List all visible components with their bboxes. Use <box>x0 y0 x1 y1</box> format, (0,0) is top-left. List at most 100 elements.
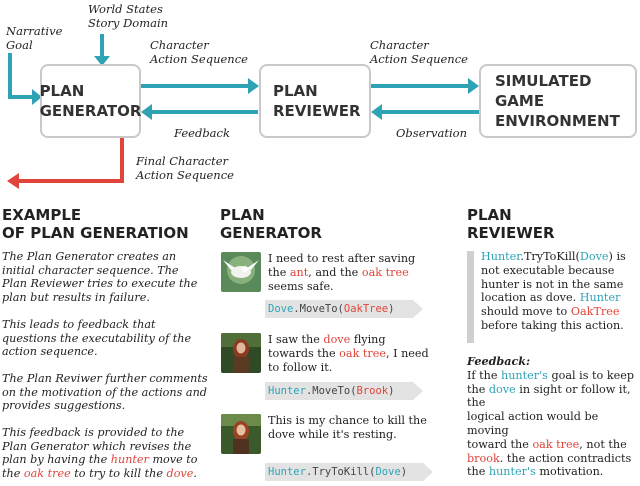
p1-line2: initial character sequence. The <box>2 263 179 277</box>
narrative-goal-arrow <box>8 53 32 99</box>
p3-line3: provides suggestions. <box>2 399 126 413</box>
fb4-pre: toward the <box>467 437 529 451</box>
char-action-seq-left-label: Character Action Sequence <box>150 38 248 66</box>
final-sequence-label: Final Character Action Sequence <box>136 154 234 182</box>
sim-env-line1: SIMULATED <box>495 72 592 90</box>
s1-oak: oak tree <box>361 265 409 279</box>
q-hunter2: Hunter <box>579 291 621 305</box>
s1-line3: seems safe. <box>268 279 334 293</box>
s2-pre: I saw the <box>268 333 320 346</box>
s2-dove: dove <box>323 333 351 346</box>
char-action-left-line2: Action Sequence <box>150 52 248 66</box>
code2-fn: .MoveTo( <box>305 385 357 397</box>
char-action-right-line1: Character <box>370 38 429 52</box>
feedback-label: Feedback <box>174 126 230 140</box>
plan-generator-line2: GENERATOR <box>39 102 142 120</box>
fb-line2: the dove in sight or follow it, the <box>467 383 640 411</box>
reviewer-heading: PLAN REVIEWER <box>467 206 555 242</box>
narrative-goal-label: Narrative Goal <box>6 24 62 52</box>
q-line3: hunter is not in the same <box>481 277 624 291</box>
world-states-label: World States Story Domain <box>88 2 168 30</box>
p2-line2: questions the executability of the <box>2 331 192 345</box>
feedback-arrowhead <box>141 104 152 120</box>
fb4-post: , not the <box>579 437 627 451</box>
code3-end: ) <box>400 466 408 478</box>
p4-line2: Plan Generator which revises the <box>2 439 192 453</box>
s2-post: flying <box>353 333 386 346</box>
final-sequence-arrow <box>18 138 124 183</box>
fb-line1: If the hunter's goal is to keep <box>467 369 640 383</box>
p4-oak: oak tree <box>23 466 71 480</box>
q-line4-text: location as dove. <box>481 291 577 305</box>
p4-the: the <box>2 466 21 480</box>
p4-line1: This feedback is provided to the <box>2 426 185 439</box>
reviewer-quote: Hunter.TryToKill(Dove) is not executable… <box>481 250 626 333</box>
fb1-post: goal is to keep <box>551 368 635 382</box>
code3-arg: Dove <box>375 466 401 478</box>
p4-tail2: to try to kill the <box>74 466 163 480</box>
q-fn: .TryToKill( <box>520 250 580 263</box>
fb1-hunter: hunter's <box>501 368 548 382</box>
reviewer-quote-bar <box>467 251 474 343</box>
code1-object: Dove <box>268 303 294 315</box>
example-heading: EXAMPLE OF PLAN GENERATION <box>2 206 189 242</box>
example-heading-line2: OF PLAN GENERATION <box>2 224 189 242</box>
fb6-pre: the <box>467 465 486 479</box>
q-dove: Dove <box>579 250 609 263</box>
p1-line1: The Plan Generator creates an <box>2 250 177 263</box>
fb2-post: in sight or follow it, the <box>467 382 631 410</box>
narrative-goal-arrowhead <box>32 89 42 105</box>
q-line2: not executable because <box>481 263 615 277</box>
s2-line1: I saw the dove flying <box>268 333 429 347</box>
world-states-line2: Story Domain <box>88 16 169 30</box>
s1-line1: I need to rest after saving <box>268 252 416 265</box>
narrative-goal-line2: Goal <box>6 38 33 52</box>
p4-dove: dove <box>166 466 194 480</box>
narrative-goal-line1: Narrative <box>6 24 63 38</box>
fb6-hunter: hunter's <box>488 465 536 479</box>
final-seq-line2: Action Sequence <box>136 168 234 182</box>
example-heading-line1: EXAMPLE <box>2 206 82 224</box>
example-paragraph-1: The Plan Generator creates an initial ch… <box>2 250 197 304</box>
code1-arg: OakTree <box>343 303 389 315</box>
rev-heading-line2: REVIEWER <box>467 224 555 242</box>
simulated-env-box: SIMULATED GAME ENVIRONMENT <box>479 64 637 138</box>
fb4-oak: oak tree <box>532 437 580 451</box>
plan-reviewer-line1: PLAN <box>273 82 318 100</box>
q-line6: before taking this action. <box>481 318 624 332</box>
fb-line6: the hunter's motivation. <box>467 465 640 479</box>
rev-to-env-arrowhead <box>468 78 479 94</box>
char-action-left-line1: Character <box>150 38 209 52</box>
s1-line2: the ant, and the oak tree <box>268 266 415 280</box>
fb-line4: toward the oak tree, not the <box>467 438 640 452</box>
s2-line2: towards the oak tree, I need <box>268 347 429 361</box>
code2-object: Hunter <box>268 385 306 397</box>
code3-fn: .TryToKill( <box>305 466 376 478</box>
world-states-arrowhead <box>94 56 110 66</box>
fb1-pre: If the <box>467 368 498 382</box>
fb5-post: . the action contradicts <box>499 451 632 465</box>
char-action-right-line2: Action Sequence <box>370 52 468 66</box>
code3-object: Hunter <box>268 466 306 478</box>
p4-hunter: hunter <box>110 453 149 467</box>
plan-reviewer-line2: REVIEWER <box>273 102 361 120</box>
plan-reviewer-box: PLAN REVIEWER <box>259 64 371 138</box>
s3-line1: This is my chance to kill the <box>268 414 427 427</box>
p4-line3: plan by having the hunter move to <box>2 453 198 467</box>
dove-image <box>221 252 261 292</box>
code2-arg: Brook <box>356 385 389 397</box>
final-sequence-arrowhead <box>7 173 19 189</box>
s1-ant: ant <box>289 265 309 279</box>
code1-end: ) <box>388 303 395 315</box>
fb-line5: brook. the action contradicts <box>467 452 640 466</box>
q-end: ) is <box>608 250 626 263</box>
gen-heading-line1: PLAN <box>220 206 265 224</box>
q-line1: Hunter.TryToKill(Dove) is <box>481 250 626 264</box>
generator-thought-1: I need to rest after saving the ant, and… <box>268 252 415 293</box>
gen-to-rev-arrowhead <box>248 78 259 94</box>
observation-arrowhead <box>371 104 382 120</box>
flow-arrows <box>7 34 479 189</box>
plan-generator-box: PLAN GENERATOR <box>40 64 141 138</box>
fb6-post: motivation. <box>539 465 604 479</box>
final-seq-line1: Final Character <box>136 154 229 168</box>
